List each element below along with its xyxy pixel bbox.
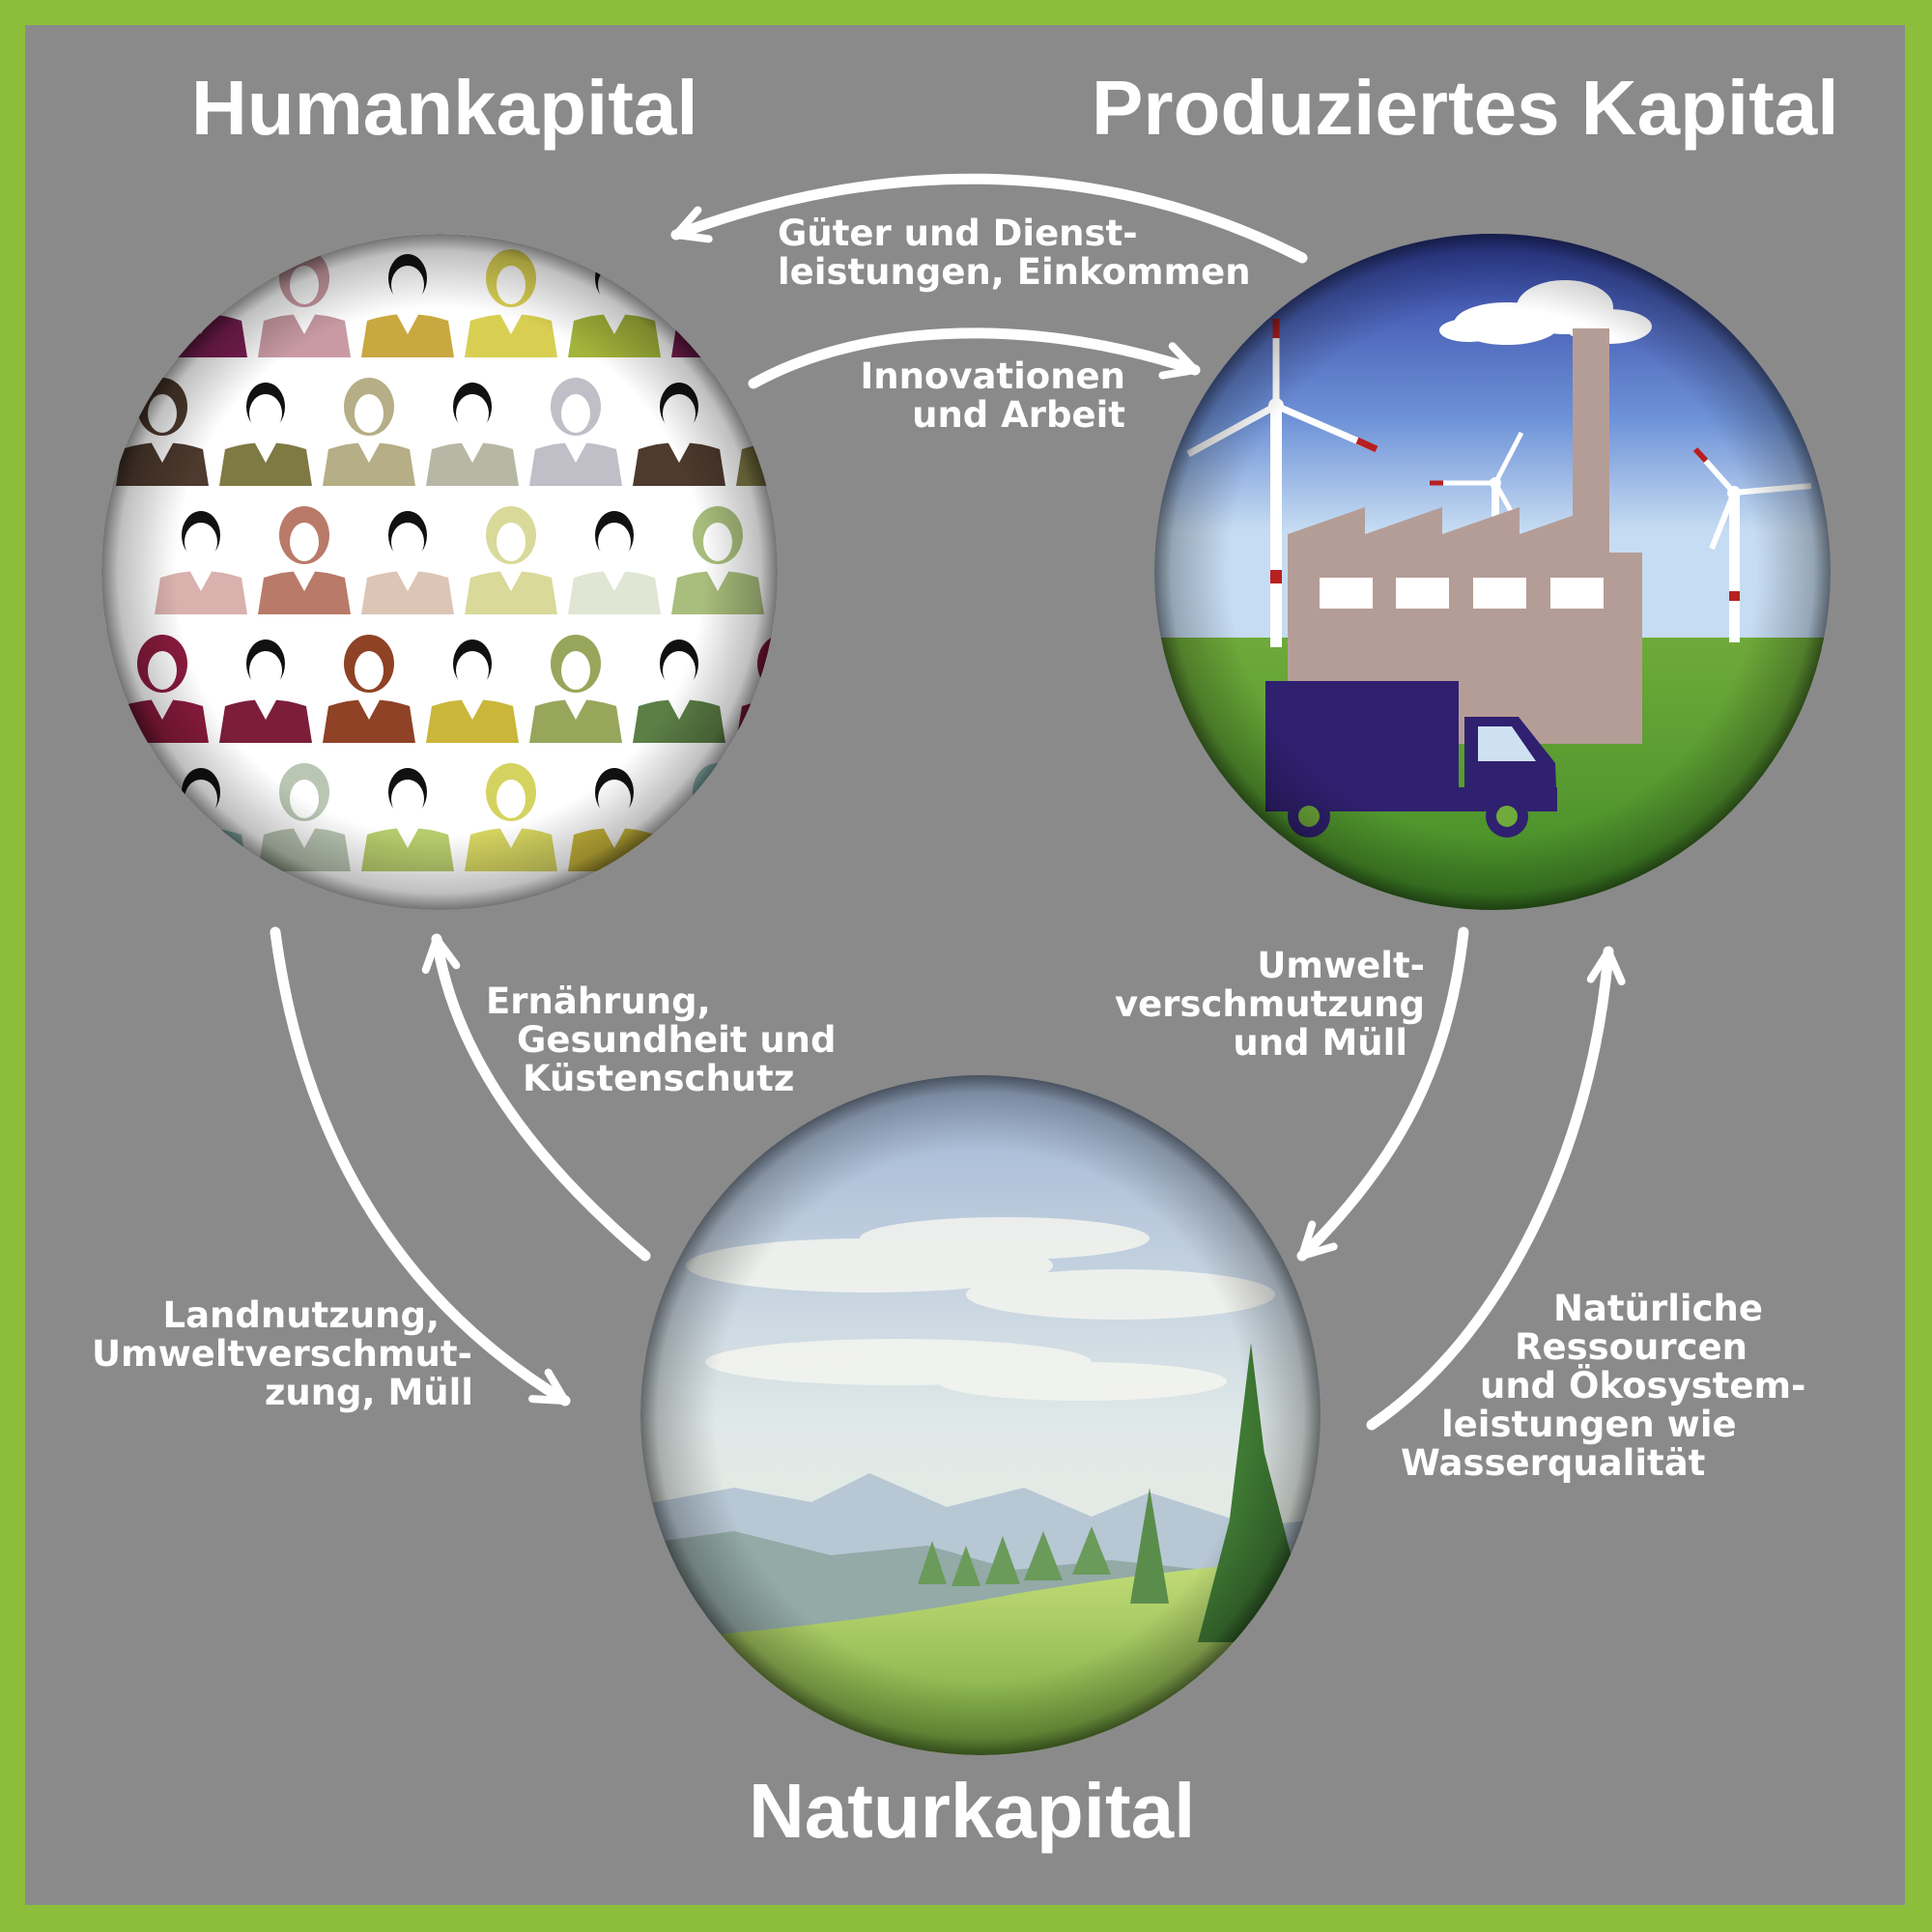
person-body: [943, 442, 1036, 486]
person-head: [867, 639, 905, 688]
person-body: [775, 571, 778, 614]
label-landuse: Landnutzung, Umweltverschmut- zung, Müll: [92, 1296, 473, 1412]
label-landuse-line-1: Landnutzung,: [162, 1294, 440, 1336]
person-head: [1009, 511, 1047, 559]
label-pollution-line-3: und Müll: [1233, 1022, 1407, 1064]
label-pollution: Umwelt- verschmutzung und Müll: [1111, 947, 1425, 1063]
person-head: [182, 254, 220, 302]
label-nutrition-line-2: Gesundheit und: [517, 1019, 837, 1061]
person-body: [839, 699, 932, 743]
person-body: [1085, 828, 1178, 871]
person-head: [802, 511, 840, 559]
label-pollution-line-2: verschmutzung: [1114, 983, 1425, 1025]
natural-capital-title: Naturkapital: [749, 1768, 1196, 1854]
human-capital-title: Humankapital: [191, 65, 698, 151]
produced-capital-title: Produziertes Kapital: [1092, 65, 1839, 151]
arrow-innovation: [748, 327, 1201, 389]
label-innovation-line-1: Innovationen: [860, 355, 1125, 397]
label-innovation-line-2: und Arbeit: [912, 394, 1125, 436]
person-body: [775, 828, 778, 871]
natural-capital-image: [640, 1075, 1321, 1755]
arrow-landuse: [270, 926, 571, 1406]
label-landuse-line-3: zung, Müll: [264, 1372, 473, 1413]
person-body: [981, 828, 1074, 871]
person-body: [1046, 442, 1139, 486]
label-nutrition-line-3: Küstenschutz: [523, 1058, 795, 1099]
label-goods: Güter und Dienst- leistungen, Einkommen: [778, 214, 1251, 292]
human-capital-image: [101, 234, 1178, 910]
person-head: [899, 506, 950, 564]
person-body: [736, 699, 778, 743]
person-body: [981, 571, 1074, 614]
arrow-resources: [1366, 946, 1626, 1431]
person-head: [757, 378, 778, 436]
person-head: [693, 249, 743, 307]
person-head: [1106, 506, 1156, 564]
person-head: [899, 763, 950, 821]
person-head: [964, 635, 1014, 693]
label-pollution-line-1: Umwelt-: [1257, 945, 1425, 986]
person-body: [839, 442, 932, 486]
arrow-nutrition: [421, 933, 651, 1262]
arrow-pollution: [1296, 926, 1469, 1262]
label-resources-line-2: Ressourcen: [1515, 1326, 1748, 1368]
label-nutrition: Ernährung, Gesundheit und Küstenschutz: [486, 982, 837, 1098]
person-head: [1073, 639, 1112, 688]
label-goods-line-2: leistungen, Einkommen: [778, 251, 1251, 293]
label-landuse-line-2: Umweltverschmut-: [92, 1333, 472, 1375]
label-resources-line-4: leistungen wie: [1441, 1404, 1737, 1445]
person-body: [878, 828, 971, 871]
label-innovation: Innovationen und Arbeit: [850, 357, 1125, 435]
person-body: [943, 699, 1036, 743]
person-body: [671, 828, 764, 871]
person-head: [1106, 763, 1156, 821]
arrow-goods: [670, 173, 1308, 264]
flow-arrows: [270, 173, 1626, 1431]
produced-capital-image: [1154, 234, 1831, 910]
label-resources-line-3: und Ökosystem-: [1480, 1365, 1806, 1406]
person-body: [878, 571, 971, 614]
person-body: [1046, 699, 1139, 743]
label-resources: Natürliche Ressourcen und Ökosystem- lei…: [1401, 1290, 1805, 1483]
label-resources-line-5: Wasserqualität: [1401, 1442, 1706, 1484]
person-head: [802, 768, 840, 816]
person-head: [1009, 768, 1047, 816]
label-goods-line-1: Güter und Dienst-: [778, 213, 1138, 254]
label-resources-line-1: Natürliche: [1553, 1288, 1763, 1329]
label-nutrition-line-1: Ernährung,: [486, 980, 711, 1022]
